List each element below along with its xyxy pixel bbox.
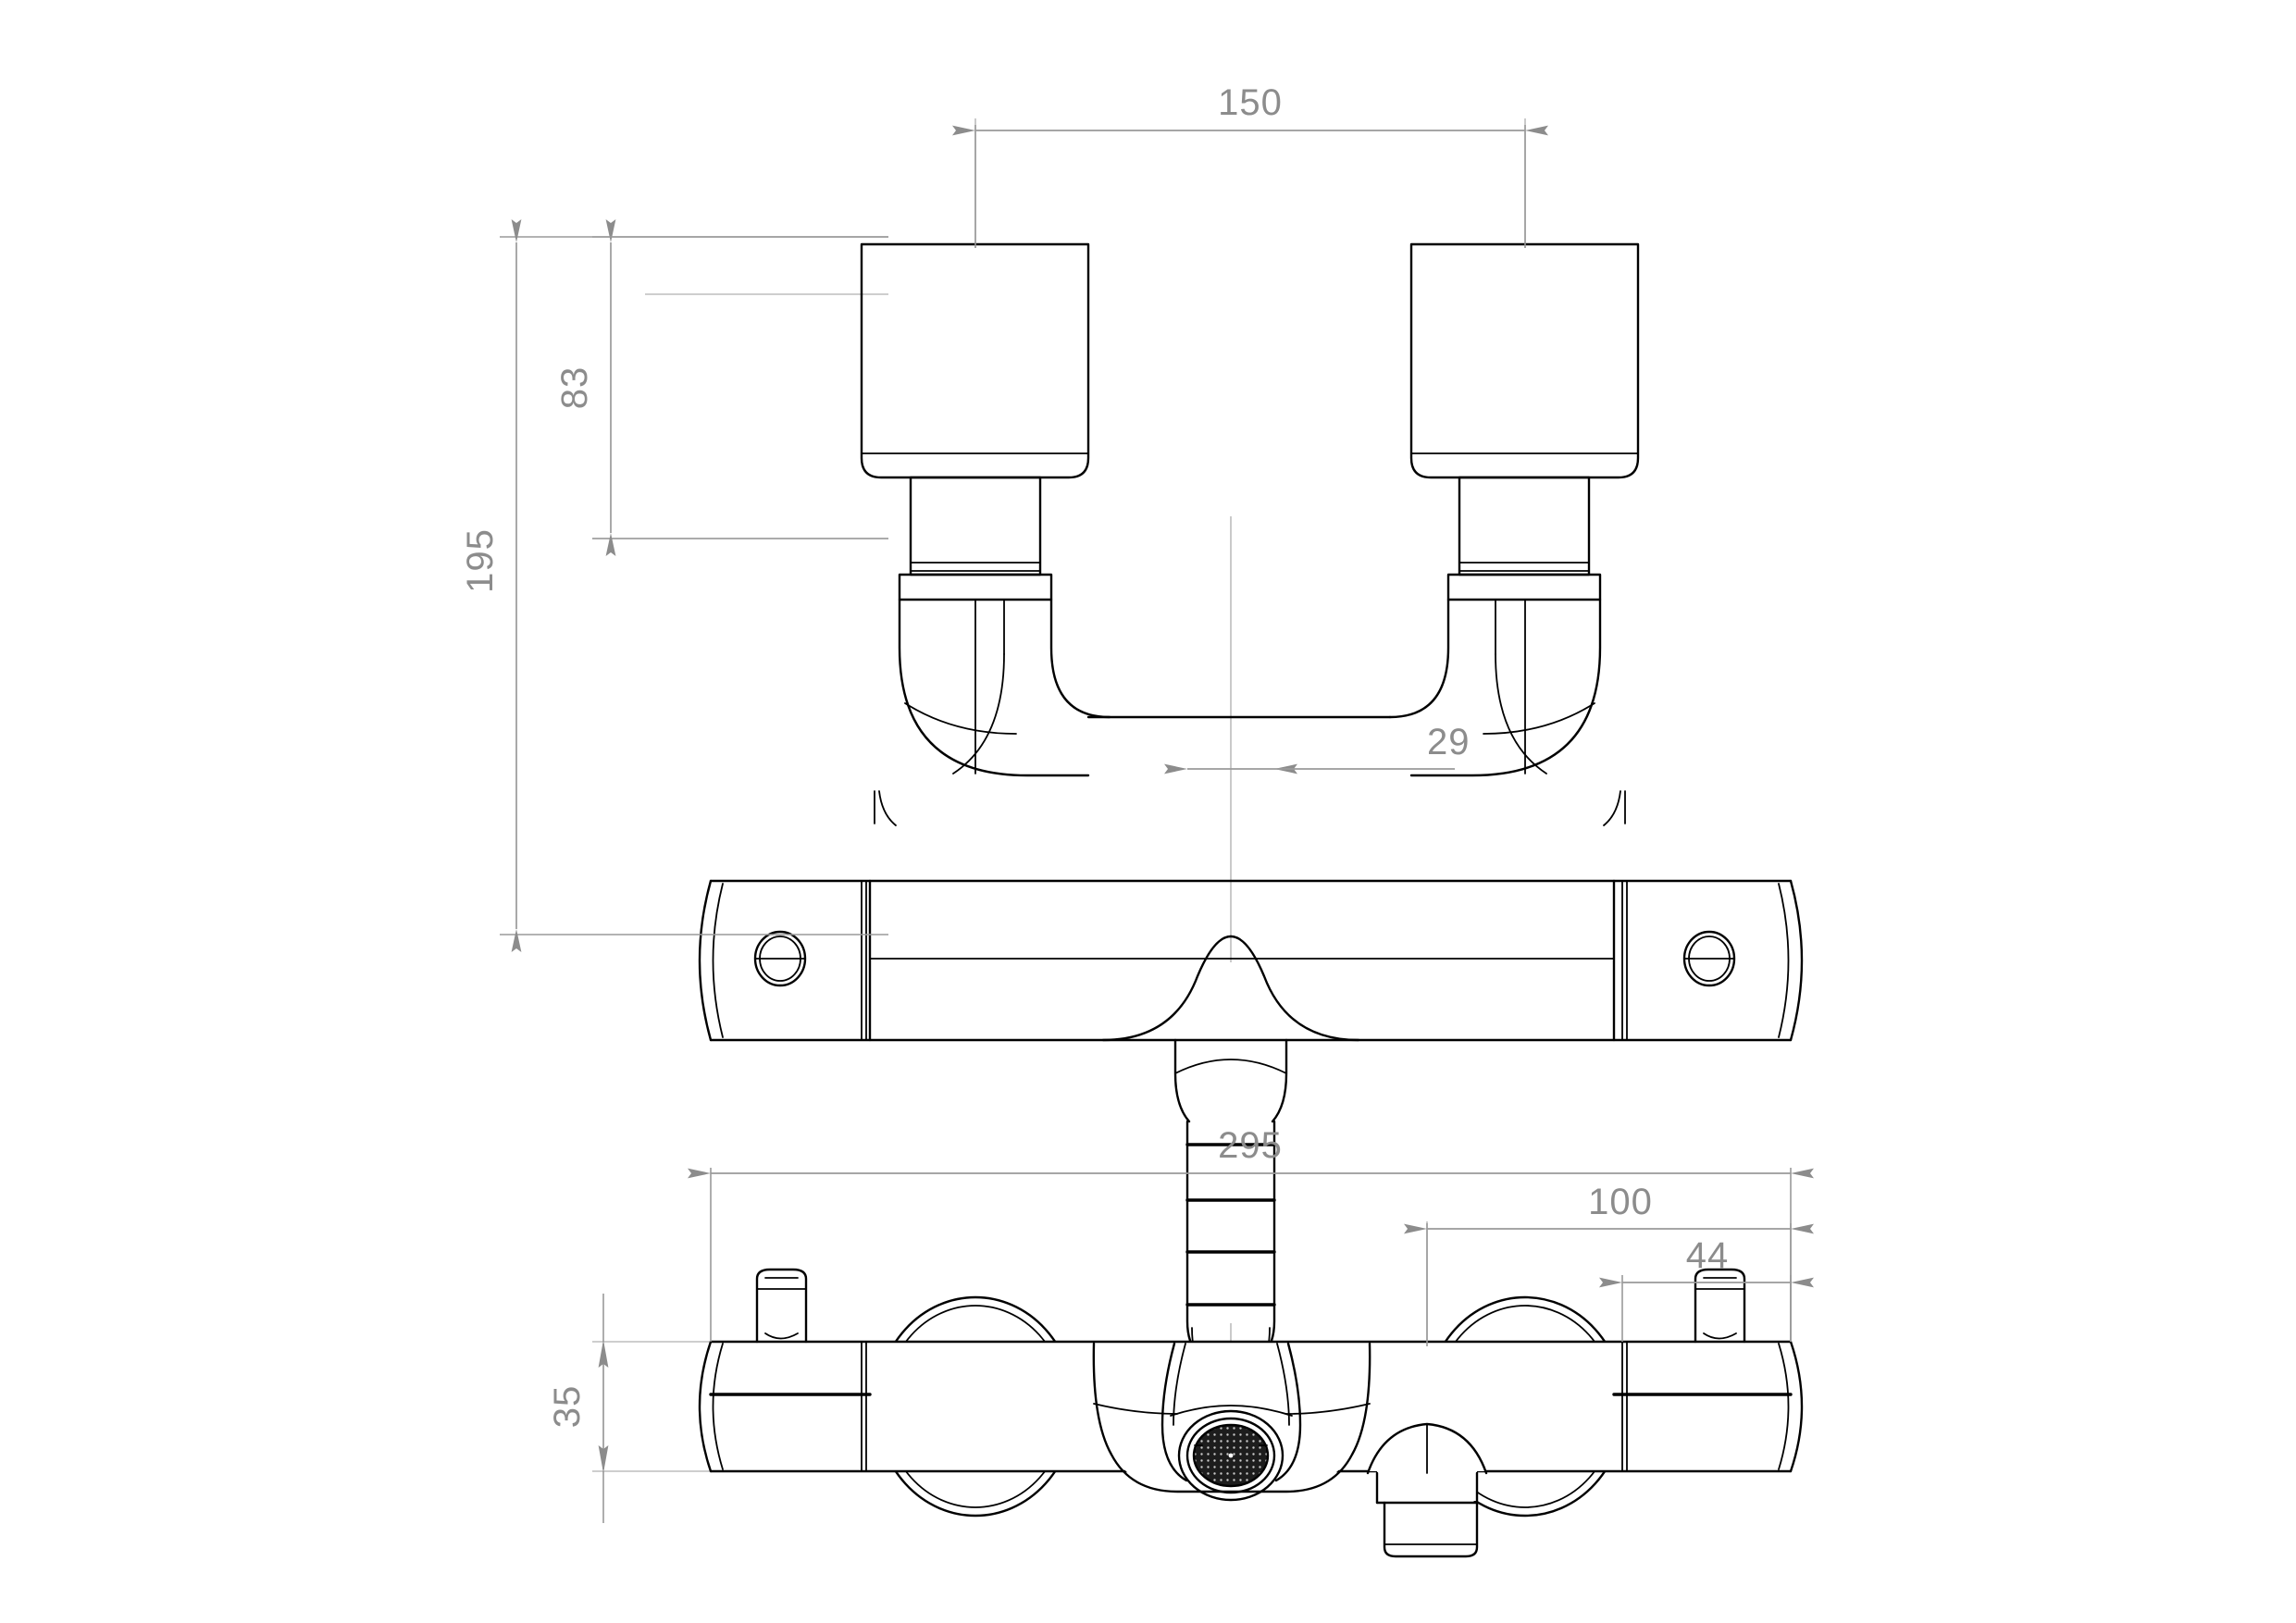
dimension-label-195: 195	[460, 528, 501, 593]
dimension-295: 295	[688, 1125, 1814, 1342]
dimension-83: 83	[554, 219, 888, 556]
dimension-44: 44	[1599, 1235, 1814, 1342]
dimension-100: 100	[1404, 1182, 1814, 1346]
dimension-195: 195	[460, 219, 888, 952]
body-bar	[698, 879, 1804, 1042]
shower-outlet	[1366, 1422, 1488, 1558]
dimension-label-150: 150	[1218, 82, 1283, 123]
front-elevation-view: 150 83 195 29	[460, 82, 1804, 1381]
dimension-29: 29	[1164, 722, 1471, 774]
handle-left	[860, 242, 1111, 826]
spout-boss-bottom	[1092, 1342, 1371, 1502]
dimension-label-83: 83	[554, 366, 595, 410]
dimension-label-29: 29	[1427, 722, 1471, 762]
handle-right	[1388, 242, 1640, 826]
dimension-label-44: 44	[1686, 1235, 1730, 1276]
dimension-label-295: 295	[1218, 1125, 1283, 1166]
dimension-35: 35	[547, 1294, 609, 1523]
bottom-view: 295 100 44 35	[547, 1125, 1814, 1558]
pin-right	[1694, 1268, 1746, 1344]
pin-left	[755, 1268, 808, 1344]
dimension-150: 150	[952, 82, 1548, 248]
dimension-label-35: 35	[547, 1385, 588, 1429]
dimension-label-100: 100	[1588, 1182, 1653, 1222]
